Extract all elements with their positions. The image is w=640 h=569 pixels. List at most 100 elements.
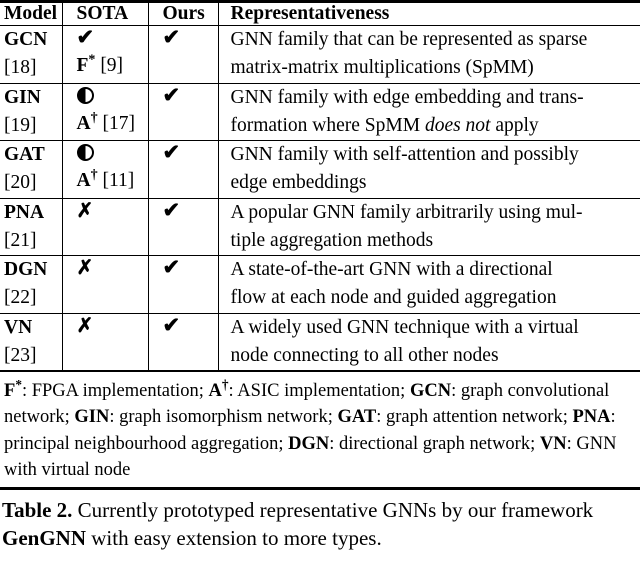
footnote-abbr-vn: VN — [539, 433, 567, 454]
rep-line-1: GNN family that can be represented as sp… — [230, 29, 588, 50]
table-row: VN [23] ✗ ✔ A widely used GNN technique … — [0, 312, 640, 371]
column-header-model: Model — [4, 3, 58, 24]
impl-abbr: A — [76, 170, 91, 192]
table-body: GCN [18] ✔ F* [9] ✔ GNN family that can … — [0, 25, 640, 371]
cell-model: GIN [19] — [0, 82, 62, 141]
caption-label: Table 2. — [2, 498, 73, 523]
sota-status-symbol — [76, 141, 148, 167]
table-header-row: Model SOTA Ours Representativeness — [0, 3, 640, 26]
rep-line-2-italic: does not — [424, 114, 491, 136]
footnote-abbr-f: F — [4, 381, 16, 402]
model-reference: [18] — [4, 57, 37, 79]
cell-ours: ✔ — [147, 312, 218, 371]
cell-sota: ✗ — [61, 197, 148, 256]
table-bottom-rule — [0, 487, 640, 491]
cell-representativeness: GNN family with edge embedding and trans… — [217, 82, 640, 141]
rep-line-2: edge embeddings — [231, 169, 635, 197]
ours-status-symbol: ✔ — [163, 26, 218, 52]
footnote-text-gat: : graph attention network; — [376, 407, 573, 428]
sota-implementation-note — [77, 225, 148, 253]
cross-icon: ✗ — [76, 257, 94, 280]
check-icon: ✔ — [76, 25, 95, 49]
rep-line-2: flow at each node and guided aggregation — [231, 284, 635, 312]
caption-text-part1: Currently prototyped representative GNNs… — [72, 498, 594, 523]
column-header-sota: SOTA — [61, 3, 148, 26]
sota-status-symbol: ✗ — [77, 256, 148, 282]
cell-ours: ✔ — [147, 140, 218, 199]
impl-abbr-superscript: * — [88, 51, 96, 68]
footnote-text-a: : ASIC implementation; — [228, 381, 410, 402]
table-row: PNA [21] ✗ ✔ A popular GNN family arbitr… — [0, 197, 640, 256]
rep-line-2-head: formation where SpMM — [230, 114, 425, 136]
column-header-ours: Ours — [147, 3, 218, 26]
footnote-text-f: : FPGA implementation; — [21, 381, 209, 402]
cell-sota: A† [17] — [61, 82, 148, 141]
ours-status-symbol: ✔ — [163, 84, 218, 110]
rep-line-2-head: tiple aggregation methods — [230, 229, 434, 251]
cell-sota: ✗ — [61, 312, 148, 371]
cell-model: DGN [22] — [0, 255, 62, 314]
ours-status-symbol: ✔ — [163, 256, 218, 282]
sota-status-symbol: ✗ — [77, 199, 148, 225]
check-icon: ✔ — [162, 255, 181, 280]
check-icon: ✔ — [162, 82, 181, 107]
sota-implementation-note — [77, 340, 148, 368]
footnote-abbr-gin: GIN — [74, 407, 110, 428]
model-name: GCN — [4, 29, 48, 50]
rep-line-1: A widely used GNN technique with a virtu… — [230, 316, 579, 338]
cross-icon: ✗ — [76, 199, 94, 222]
sota-implementation-note: F* [9] — [77, 52, 148, 80]
model-reference: [23] — [4, 344, 37, 366]
ours-status-symbol: ✔ — [163, 199, 218, 225]
sota-implementation-note: A† [11] — [77, 167, 148, 195]
footnote-text-vn: : GNN with virtual node — [4, 433, 617, 480]
footnote-text-dgn: : directional graph network; — [329, 433, 540, 454]
rep-line-1: A popular GNN family arbitrarily using m… — [230, 201, 583, 223]
footnote-abbr-a-superscript: † — [221, 377, 229, 393]
cell-representativeness: GNN family that can be represented as sp… — [217, 25, 640, 84]
cell-sota: A† [11] — [61, 140, 148, 199]
table-row: GCN [18] ✔ F* [9] ✔ GNN family that can … — [0, 25, 640, 84]
cell-representativeness: A state-of-the-art GNN with a directiona… — [217, 255, 640, 314]
rep-line-2: node connecting to all other nodes — [231, 342, 635, 370]
impl-abbr: A — [76, 112, 91, 134]
gnn-comparison-table: Model SOTA Ours Representativeness GCN [… — [0, 3, 640, 371]
rep-line-1: GNN family with self-attention and possi… — [230, 144, 579, 166]
rep-line-2: matrix-matrix multiplications (SpMM) — [231, 54, 635, 82]
footnote-abbr-dgn: DGN — [288, 433, 330, 454]
sota-implementation-note — [77, 282, 148, 310]
cell-model: VN [23] — [0, 312, 62, 371]
footnote-abbr-pna: PNA — [572, 407, 611, 428]
caption-framework-name: GenGNN — [2, 526, 86, 551]
impl-reference: [11] — [102, 170, 135, 192]
rep-line-2-head: node connecting to all other nodes — [230, 344, 499, 366]
sota-status-symbol: ✗ — [77, 314, 148, 340]
rep-line-2-head: edge embeddings — [230, 172, 367, 194]
cell-sota: ✔ F* [9] — [61, 25, 148, 84]
rep-line-2-head: matrix-matrix multiplications (SpMM) — [230, 57, 534, 79]
impl-abbr-superscript: † — [90, 109, 98, 126]
table-top-rule — [0, 0, 640, 3]
cell-model: GAT [20] — [0, 140, 62, 199]
column-header-representativeness: Representativeness — [217, 3, 640, 26]
impl-abbr-superscript: † — [90, 166, 98, 183]
rep-line-2-head: flow at each node and guided aggregation — [230, 287, 557, 309]
check-icon: ✔ — [162, 312, 181, 337]
cell-ours: ✔ — [147, 197, 218, 256]
rep-line-1: A state-of-the-art GNN with a directiona… — [230, 259, 553, 281]
half-filled-circle-icon — [76, 86, 94, 104]
impl-abbr: F — [76, 55, 89, 76]
table-caption: Table 2. Currently prototyped representa… — [0, 490, 640, 553]
impl-reference: [17] — [102, 112, 135, 134]
cell-ours: ✔ — [147, 25, 218, 84]
table-row: GAT [20] A† [11] ✔ GNN family with self-… — [0, 140, 640, 199]
cell-representativeness: GNN family with self-attention and possi… — [217, 140, 640, 199]
rep-line-2: tiple aggregation methods — [231, 227, 635, 255]
footnote-text-gcn: : graph convolutional network; — [4, 381, 610, 428]
model-name: PNA — [4, 201, 45, 223]
cell-sota: ✗ — [61, 255, 148, 314]
rep-line-1: GNN family with edge embedding and trans… — [230, 86, 584, 108]
cell-representativeness: A widely used GNN technique with a virtu… — [217, 312, 640, 371]
table-footnote-top-rule — [0, 370, 640, 373]
